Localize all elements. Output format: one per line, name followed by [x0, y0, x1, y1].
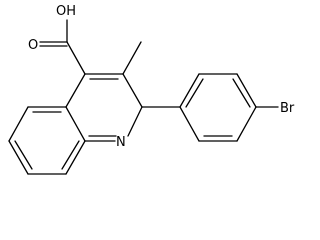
bond-c4a-c4	[65, 73, 86, 108]
bond-ar3-inner	[232, 78, 251, 108]
bond-c6-c7	[8, 140, 29, 175]
ring-nitrogen-label: N	[116, 135, 126, 150]
carboxyl-group	[39, 19, 86, 75]
bromophenyl-ring	[179, 73, 257, 142]
bond-ar1-inner	[185, 78, 204, 108]
bond-ar1	[179, 73, 200, 108]
bond-c3-methyl	[122, 41, 142, 75]
bond-c6-c7-inner	[14, 140, 33, 170]
benzo-ring	[8, 106, 86, 175]
bond-c8-c8a-inner	[61, 140, 80, 170]
bond-c2-n	[127, 106, 143, 137]
carbonyl-oxygen-label: O	[28, 38, 38, 53]
bond-ar6	[179, 106, 200, 142]
bond-c5-c6	[8, 106, 29, 142]
hydroxyl-label: OH	[56, 4, 76, 19]
bond-c3-c2	[122, 73, 143, 108]
chemical-structure: OH O N Br	[8, 4, 295, 175]
bond-ar3	[236, 73, 257, 108]
bond-c8a-c4a	[65, 106, 86, 142]
bromine-label: Br	[280, 101, 295, 116]
bond-c8-c8a	[65, 140, 86, 175]
bond-c4-carboxyl	[66, 41, 86, 75]
pyridine-ring	[65, 73, 143, 142]
bond-ar4	[236, 106, 257, 142]
